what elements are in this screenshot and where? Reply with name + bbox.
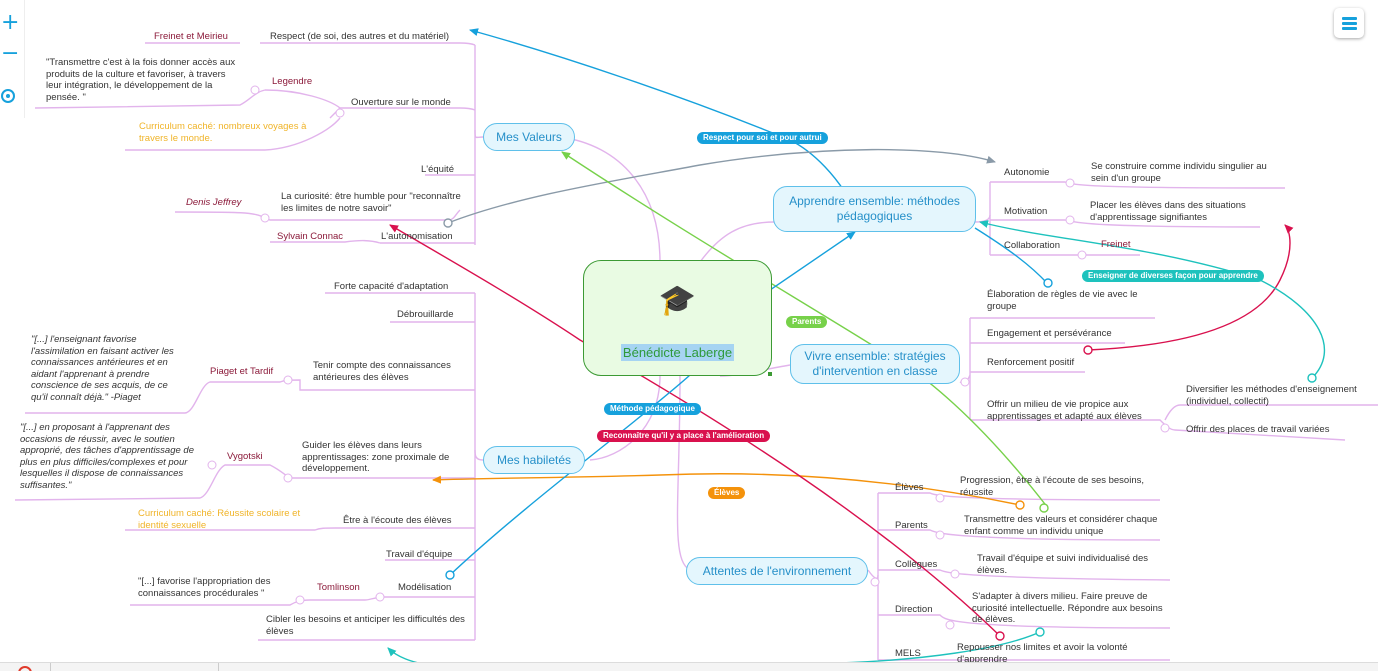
author-freinet-meirieu[interactable]: Freinet et Meirieu (154, 31, 228, 42)
subtopic-ecoute[interactable]: Être à l'écoute des élèves (343, 515, 452, 526)
detail-collegues[interactable]: Travail d'équipe et suivi individualisé … (977, 553, 1148, 576)
detail-motivation[interactable]: Placer les élèves dans des situations d'… (1090, 200, 1246, 223)
subtopic-parents[interactable]: Parents (895, 520, 928, 531)
quote-piaget[interactable]: "[...] l'enseignant favorise l'assimilat… (31, 334, 174, 403)
detail-mels[interactable]: Repousser nos limites et avoir la volont… (957, 642, 1128, 665)
topic-vivre-ensemble[interactable]: Vivre ensemble: stratégies d'interventio… (790, 344, 960, 384)
relationship-eleves[interactable]: Élèves (708, 487, 746, 499)
subtopic-curiosite[interactable]: La curiosité: être humble pour "reconnaî… (281, 191, 461, 214)
subtopic-adaptation[interactable]: Forte capacité d'adaptation (334, 281, 449, 292)
subtopic-travail-equipe[interactable]: Travail d'équipe (386, 549, 453, 560)
topic-mes-valeurs[interactable]: Mes Valeurs (483, 123, 575, 151)
subtopic-direction[interactable]: Direction (895, 604, 933, 615)
topic-mes-habiletes[interactable]: Mes habiletés (483, 446, 585, 474)
note-curriculum-reussite[interactable]: Curriculum caché: Réussite scolaire et i… (138, 508, 301, 531)
subtopic-milieu[interactable]: Offrir un milieu de vie propice aux appr… (987, 399, 1142, 422)
detail-eleves[interactable]: Progression, être à l'écoute de ses beso… (960, 475, 1145, 498)
quote-vygotski[interactable]: "[...] en proposant à l'apprenant des oc… (20, 422, 194, 491)
relationship-respect[interactable]: Respect pour soi et pour autrui (697, 132, 828, 144)
author-legendre[interactable]: Legendre (272, 76, 313, 87)
menu-icon (1342, 17, 1357, 20)
detail-autonomie[interactable]: Se construire comme individu singulier a… (1091, 161, 1267, 184)
subtopic-mels[interactable]: MELS (895, 648, 921, 659)
resize-handle[interactable] (768, 372, 772, 376)
author-freinet[interactable]: Freinet (1101, 239, 1131, 250)
detail-direction[interactable]: S'adapter à divers milieu. Faire preuve … (972, 591, 1163, 625)
subtopic-places[interactable]: Offrir des places de travail variées (1186, 424, 1330, 435)
relationship-diverses-facons[interactable]: Enseigner de diverses façon pour apprend… (1082, 270, 1264, 282)
topic-attentes-environnement[interactable]: Attentes de l'environnement (686, 557, 868, 585)
subtopic-equite[interactable]: L'équité (421, 164, 454, 175)
subtopic-engagement[interactable]: Engagement et persévérance (987, 328, 1112, 339)
central-topic-title[interactable]: Bénédicte Laberge (620, 344, 735, 361)
quote-tomlinson[interactable]: "[...] favorise l'appropriation des conn… (138, 576, 271, 599)
author-piaget-tardif[interactable]: Piaget et Tardif (210, 366, 274, 377)
quote-legendre[interactable]: "Transmettre c'est à la fois donner accè… (46, 57, 236, 103)
subtopic-autonomisation[interactable]: L'autonomisation (381, 231, 453, 242)
author-denis-jeffrey[interactable]: Denis Jeffrey (186, 197, 242, 208)
center-dot-icon (6, 94, 10, 98)
detail-parents[interactable]: Transmettre des valeurs et considérer ch… (964, 514, 1158, 537)
central-topic[interactable]: 🎓 Bénédicte Laberge (583, 260, 772, 376)
author-tomlinson[interactable]: Tomlinson (317, 582, 360, 593)
graduation-cap-icon: 🎓 (658, 284, 697, 317)
zoom-toolbar (0, 0, 25, 118)
menu-button[interactable] (1334, 8, 1364, 38)
topic-apprendre-ensemble[interactable]: Apprendre ensemble: méthodes pédagogique… (773, 186, 976, 232)
subtopic-ouverture[interactable]: Ouverture sur le monde (351, 97, 451, 108)
subtopic-renforcement[interactable]: Renforcement positif (987, 357, 1075, 368)
record-icon[interactable] (18, 666, 32, 671)
subtopic-guider[interactable]: Guider les élèves dans leurs apprentissa… (302, 440, 450, 474)
relationship-parents[interactable]: Parents (786, 316, 828, 328)
subtopic-connaissances[interactable]: Tenir compte des connaissances antérieur… (313, 360, 451, 383)
bottom-bar (0, 662, 1378, 671)
subtopic-collegues[interactable]: Collègues (895, 559, 938, 570)
subtopic-motivation[interactable]: Motivation (1004, 206, 1048, 217)
zoom-out-button[interactable]: − (1, 41, 20, 66)
note-curriculum-voyages[interactable]: Curriculum caché: nombreux voyages à tra… (139, 121, 307, 144)
subtopic-eleves[interactable]: Élèves (895, 482, 924, 493)
zoom-in-button[interactable]: + (1, 10, 20, 35)
author-vygotski[interactable]: Vygotski (227, 451, 263, 462)
subtopic-respect[interactable]: Respect (de soi, des autres et du matéri… (270, 31, 450, 42)
author-sylvain-connac[interactable]: Sylvain Connac (277, 231, 344, 242)
relationship-amelioration[interactable]: Reconnaître qu'il y a place à l'améliora… (597, 430, 771, 442)
menu-icon-bar (1342, 22, 1357, 25)
subtopic-autonomie[interactable]: Autonomie (1004, 167, 1050, 178)
subtopic-diversifier[interactable]: Diversifier les méthodes d'enseignement … (1186, 384, 1357, 407)
subtopic-cibler[interactable]: Cibler les besoins et anticiper les diff… (266, 614, 465, 637)
subtopic-regles[interactable]: Élaboration de règles de vie avec le gro… (987, 289, 1138, 312)
relationship-methode[interactable]: Méthode pédagogique (604, 403, 701, 415)
subtopic-collaboration[interactable]: Collaboration (1004, 240, 1060, 251)
divider (218, 663, 219, 671)
divider (50, 663, 51, 671)
subtopic-modelisation[interactable]: Modélisation (398, 582, 452, 593)
center-map-icon[interactable] (1, 89, 15, 103)
subtopic-debrouillarde[interactable]: Débrouillarde (397, 309, 454, 320)
menu-icon-bar (1342, 27, 1357, 30)
